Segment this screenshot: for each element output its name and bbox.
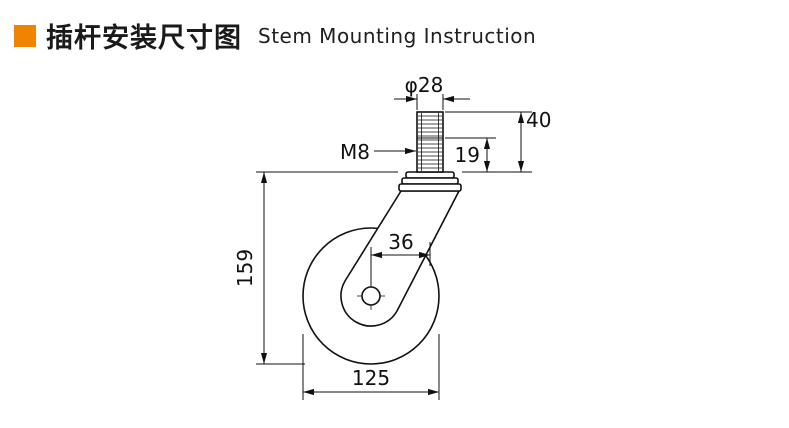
dim-stem-diameter: φ28: [394, 73, 470, 110]
dim-label-thread-length: 19: [455, 143, 480, 167]
page-header: 插杆安装尺寸图 Stem Mounting Instruction: [14, 16, 536, 55]
dim-stem-height: 40: [445, 108, 551, 173]
dim-swivel-offset: 36: [370, 230, 431, 287]
page-title-english: Stem Mounting Instruction: [258, 23, 537, 48]
title-marker-icon: [14, 24, 36, 47]
orange-square-icon: [14, 24, 36, 47]
dim-label-stem-height: 40: [526, 108, 551, 132]
dim-label-mounting-height: 159: [233, 249, 257, 287]
thread-hatch: [418, 115, 442, 169]
fork-body: [340, 190, 461, 327]
axle-hub: [357, 282, 385, 310]
dim-label-thread-spec: M8: [340, 140, 370, 164]
dim-thread-length: 19: [445, 137, 496, 172]
dim-label-stem-diameter: φ28: [405, 73, 444, 97]
page-title-chinese: 插杆安装尺寸图: [46, 23, 242, 54]
stem-body: [416, 111, 444, 173]
dim-wheel-diameter: 125: [302, 334, 440, 400]
axle-hole: [361, 286, 381, 306]
dim-thread-spec: M8: [340, 140, 416, 164]
dim-label-wheel-diameter: 125: [352, 366, 390, 390]
threaded-stem: [416, 111, 444, 173]
dim-label-swivel-offset: 36: [388, 230, 413, 254]
collar-stack: [398, 171, 462, 192]
dim-mounting-height: 159: [233, 171, 398, 365]
